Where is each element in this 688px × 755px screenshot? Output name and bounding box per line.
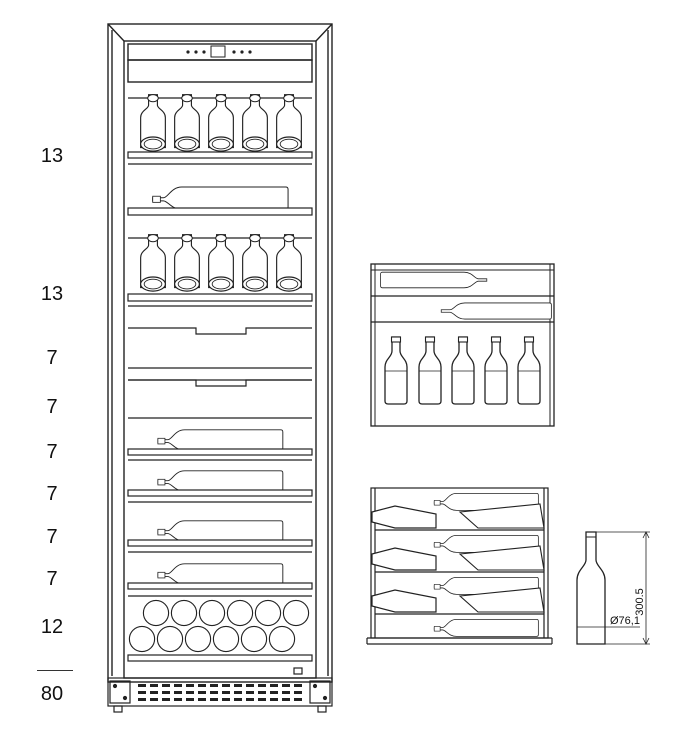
control-display: [186, 45, 252, 58]
cabinet-outer-frame: [107, 23, 333, 683]
shelf-1-upright-bottles: [127, 93, 313, 159]
shelf-2-upright-bottles: [127, 233, 313, 302]
presentation-shelf-detail: [370, 263, 555, 427]
ventilation-slots: [138, 684, 302, 701]
cabinet-base-grille: [107, 667, 333, 713]
bottle-dimension-drawing: 300.5 Ø76,1: [576, 531, 650, 645]
shelf-capacity-6: 7: [46, 483, 58, 505]
lying-bottle-shelves: [127, 429, 313, 590]
empty-drawers: [128, 305, 312, 419]
total-separator-line: [37, 670, 73, 671]
sliding-shelves-bottles: [371, 492, 545, 637]
shelf-capacity-3: 7: [46, 347, 58, 369]
shelf-capacity-1: 13: [40, 145, 64, 167]
shelf-capacity-4: 7: [46, 396, 58, 418]
shelf-1-lying-bottles: [127, 163, 313, 216]
bottle-height-label: 300.5: [634, 588, 646, 616]
shelf-capacity-5: 7: [46, 441, 58, 463]
shelf-capacity-7: 7: [46, 526, 58, 548]
cabinet-front-view: [107, 23, 333, 683]
bottom-bottle-bases: [127, 595, 313, 662]
bottle-diameter-label: Ø76,1: [610, 615, 640, 627]
shelf-capacity-2: 13: [40, 283, 64, 305]
shelf-capacity-8: 7: [46, 568, 58, 590]
shelf-capacity-9: 12: [40, 616, 64, 638]
total-capacity: 80: [40, 683, 64, 705]
